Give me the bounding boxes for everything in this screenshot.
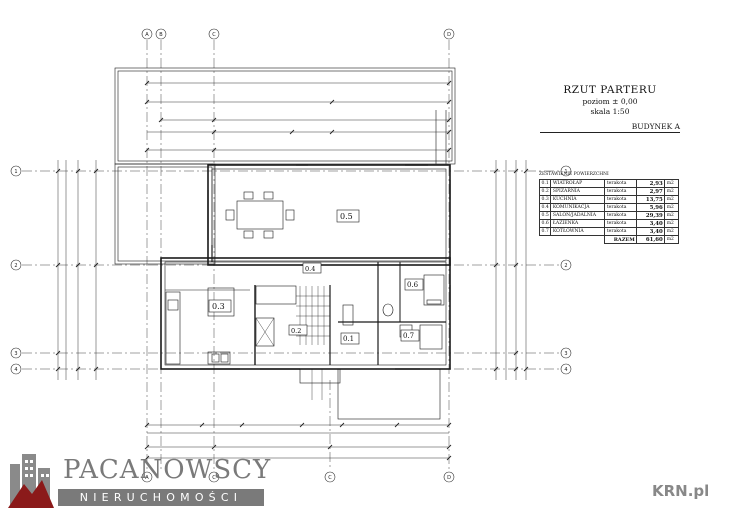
room-label: 0.3 <box>212 302 225 311</box>
axis-label: 1 <box>564 169 567 175</box>
area-schedule-header: ZESTAWIENIE POWIERZCHNI <box>539 172 609 177</box>
axis-label: 2 <box>14 263 17 269</box>
axis-bubble <box>10 165 22 177</box>
axis-bubble <box>560 165 572 177</box>
area-cell-num: 0.4 <box>538 203 552 212</box>
axis-bubble <box>141 471 153 483</box>
axis-label: 2 <box>564 263 567 269</box>
room-label: 0.7 <box>403 332 414 340</box>
axis-label: 1 <box>14 169 17 175</box>
room-label: 0.4 <box>305 265 315 273</box>
company-name: PACANOWSCY <box>63 455 272 485</box>
building-label: BUDYNEK A <box>540 122 680 133</box>
area-cell-area: 2,93 <box>636 179 666 188</box>
axis-bubble <box>560 347 572 359</box>
area-cell-unit: m2 <box>664 227 680 236</box>
axis-bubble <box>208 471 220 483</box>
axis-label: A <box>145 32 149 38</box>
drawing-title: RZUT PARTERU <box>563 84 657 96</box>
area-cell-unit: m2 <box>664 211 680 220</box>
area-cell-floor: terakota <box>604 179 638 188</box>
axis-label: A <box>145 475 149 481</box>
area-cell-name: KUCHNIA <box>550 195 606 204</box>
axis-label: 4 <box>14 367 17 373</box>
area-cell-name: ŁAZIENKA <box>550 219 606 228</box>
company-tagline: NIERUCHOMOŚCI <box>58 489 264 506</box>
area-cell-area: 13,75 <box>636 195 666 204</box>
room-label: 0.1 <box>343 335 354 343</box>
area-cell-unit: m2 <box>664 219 680 228</box>
axis-label: D <box>447 475 451 481</box>
axis-label: C <box>212 32 216 38</box>
area-cell-unit: m2 <box>664 187 680 196</box>
portal-watermark: KRN.pl <box>652 482 710 500</box>
drawing-scale: skala 1:50 <box>590 107 630 116</box>
area-total-label: RAZEM <box>604 235 638 244</box>
axis-label: D <box>447 32 451 38</box>
axis-label: B <box>159 32 163 38</box>
axis-bubble <box>324 471 336 483</box>
area-cell-area: 5,96 <box>636 203 666 212</box>
axis-label: 3 <box>564 351 567 357</box>
drawing-title-block: RZUT PARTERU poziom ± 0,00 skala 1:50 <box>540 84 680 116</box>
area-cell-area: 2,97 <box>636 187 666 196</box>
area-cell-num: 0.7 <box>538 227 552 236</box>
area-cell-name: SALON/JADALNIA <box>550 211 606 220</box>
area-cell-floor: terakota <box>604 187 638 196</box>
area-cell-unit: m2 <box>664 195 680 204</box>
area-cell-floor: terakota <box>604 211 638 220</box>
area-cell-num: 0.5 <box>538 211 552 220</box>
axis-bubble <box>10 363 22 375</box>
area-cell-num: 0.2 <box>538 187 552 196</box>
axis-bubble <box>560 259 572 271</box>
axis-label: 3 <box>14 351 17 357</box>
area-cell-name: WIATROŁAP <box>550 179 606 188</box>
axis-bubble <box>141 28 153 40</box>
area-cell-floor: terakota <box>604 203 638 212</box>
area-cell-floor: terakota <box>604 227 638 236</box>
area-cell-unit: m2 <box>664 203 680 212</box>
axis-bubble <box>443 471 455 483</box>
area-cell-floor: terakota <box>604 195 638 204</box>
area-total-unit: m2 <box>664 235 680 244</box>
axis-bubble <box>208 28 220 40</box>
axis-label: C <box>212 475 216 481</box>
area-cell-unit: m2 <box>664 179 680 188</box>
area-cell-floor: terakota <box>604 219 638 228</box>
room-label: 0.6 <box>407 281 419 289</box>
area-cell-name: SPIŻARNIA <box>550 187 606 196</box>
area-cell-area: 3,40 <box>636 227 666 236</box>
axis-bubble <box>155 28 167 40</box>
area-total-value: 61,60 <box>636 235 666 244</box>
area-cell-name: KOMUNIKACJA <box>550 203 606 212</box>
axis-bubble <box>10 259 22 271</box>
area-cell-num: 0.1 <box>538 179 552 188</box>
axis-bubble <box>10 347 22 359</box>
axis-bubble <box>443 28 455 40</box>
company-logo <box>8 454 54 508</box>
axis-label: C <box>328 475 332 481</box>
area-cell-area: 29,39 <box>636 211 666 220</box>
room-label: 0.2 <box>291 327 301 335</box>
room-label: 0.5 <box>340 212 353 221</box>
drawing-level: poziom ± 0,00 <box>582 97 638 106</box>
area-cell-num: 0.3 <box>538 195 552 204</box>
area-cell-num: 0.6 <box>538 219 552 228</box>
area-cell-area: 3,40 <box>636 219 666 228</box>
axis-bubble <box>560 363 572 375</box>
axis-label: 4 <box>564 367 567 373</box>
area-cell-name: KOTŁOWNIA <box>550 227 606 236</box>
